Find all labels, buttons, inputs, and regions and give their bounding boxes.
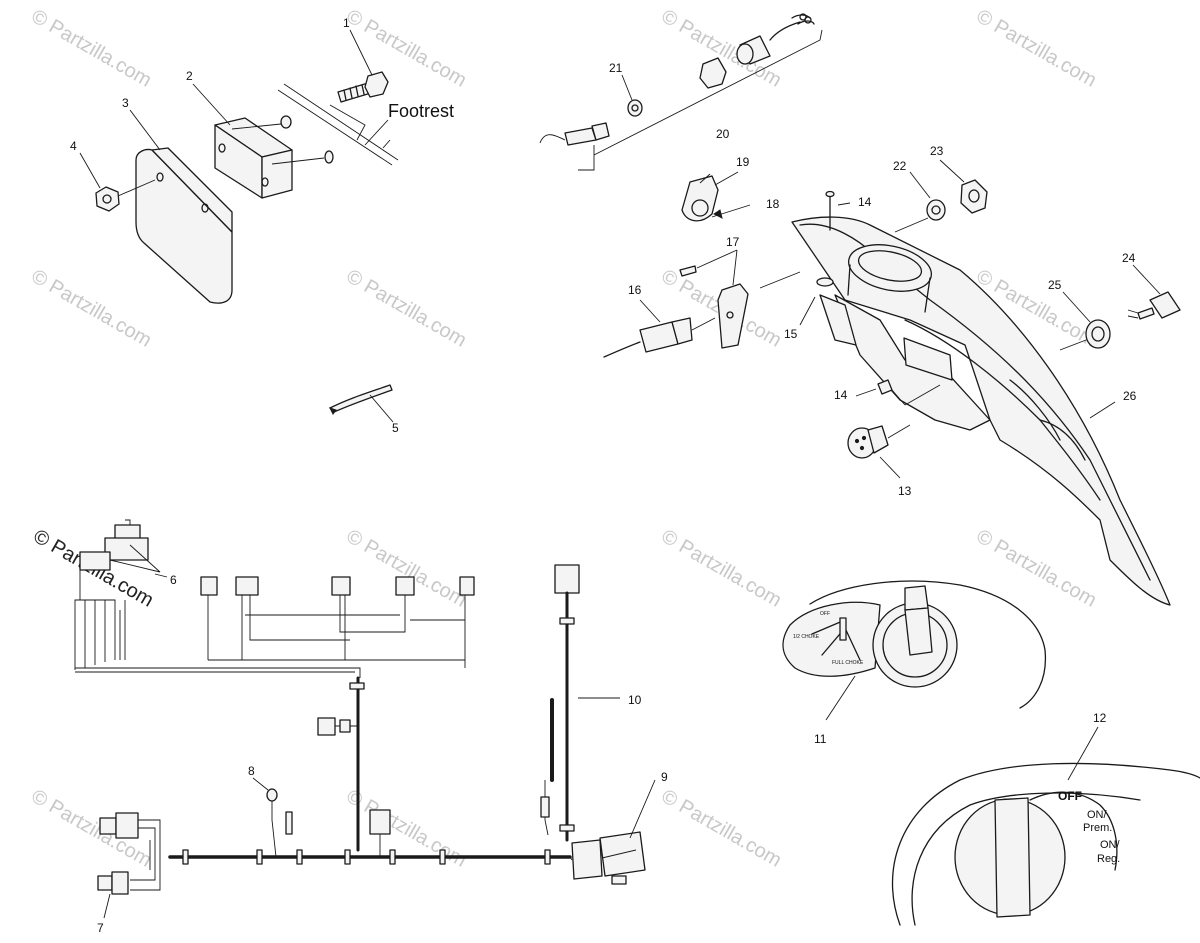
choke-off-label: OFF: [820, 611, 830, 617]
callout-19: 19: [736, 155, 750, 169]
callout-7: 7: [97, 921, 104, 935]
switch-parts: [539, 13, 823, 358]
watermark: © Partzilla.com: [973, 525, 1101, 611]
key-on-prem-label-2: Prem.: [1083, 822, 1112, 834]
callout-labels: Footrest 1 2 3 4 5 6 7 8 9 10 11 12 13 1…: [70, 16, 1137, 935]
watermark: © Partzilla.com: [28, 5, 156, 91]
callout-22: 22: [893, 159, 907, 173]
callout-14-upper: 14: [858, 195, 872, 209]
watermark: © Partzilla.com: [343, 525, 471, 611]
callout-11: 11: [814, 732, 827, 746]
callout-15: 15: [784, 327, 798, 341]
watermark: © Partzilla.com: [343, 265, 471, 351]
callout-26: 26: [1123, 389, 1137, 403]
callout-13: 13: [898, 484, 912, 498]
callout-25: 25: [1048, 278, 1062, 292]
mud-flap-assembly: [95, 71, 399, 304]
watermarks: © Partzilla.com © Partzilla.com © Partzi…: [28, 5, 1101, 871]
callout-2: 2: [186, 69, 193, 83]
callout-18: 18: [766, 197, 780, 211]
callout-24: 24: [1122, 251, 1136, 265]
callout-21: 21: [609, 61, 623, 75]
choke-half-label: 1/2 CHOKE: [793, 634, 820, 640]
harness-connectors: [200, 564, 580, 596]
key-on-reg-label-2: Reg.: [1097, 853, 1120, 865]
callout-12: 12: [1093, 711, 1107, 725]
callout-9: 9: [661, 770, 668, 784]
key-on-prem-label-1: ON/: [1087, 809, 1108, 821]
callout-5: 5: [392, 421, 399, 435]
callout-14-lower: 14: [834, 388, 848, 402]
choke-panel: OFF 1/2 CHOKE FULL CHOKE: [782, 580, 1047, 721]
callout-1: 1: [343, 16, 350, 30]
watermark: © Partzilla.com: [28, 265, 156, 351]
callout-10: 10: [628, 693, 642, 707]
callout-17: 17: [726, 235, 740, 249]
leader-lines-left: [79, 29, 391, 189]
choke-full-label: FULL CHOKE: [832, 660, 864, 666]
key-off-label: OFF: [1058, 789, 1082, 803]
tie-strap: [329, 384, 394, 423]
watermark: © Partzilla.com: [343, 5, 471, 91]
callout-23: 23: [930, 144, 944, 158]
watermark: © Partzilla.com: [973, 5, 1101, 91]
handlebar-cover: [759, 159, 1181, 606]
callout-16: 16: [628, 283, 642, 297]
callout-20: 20: [716, 127, 730, 141]
callout-8: 8: [248, 764, 255, 778]
watermark: © Partzilla.com: [658, 525, 786, 611]
wiring-harness: [74, 519, 656, 919]
callout-3: 3: [122, 96, 129, 110]
key-switch-panel: OFF ON/ Prem. ON/ Reg.: [892, 726, 1200, 926]
harness-clips: [182, 849, 551, 865]
key-on-reg-label-1: ON/: [1100, 839, 1121, 851]
footrest-label: Footrest: [388, 101, 454, 121]
callout-6: 6: [170, 573, 177, 587]
watermark: © Partzilla.com: [658, 785, 786, 871]
callout-4: 4: [70, 139, 77, 153]
